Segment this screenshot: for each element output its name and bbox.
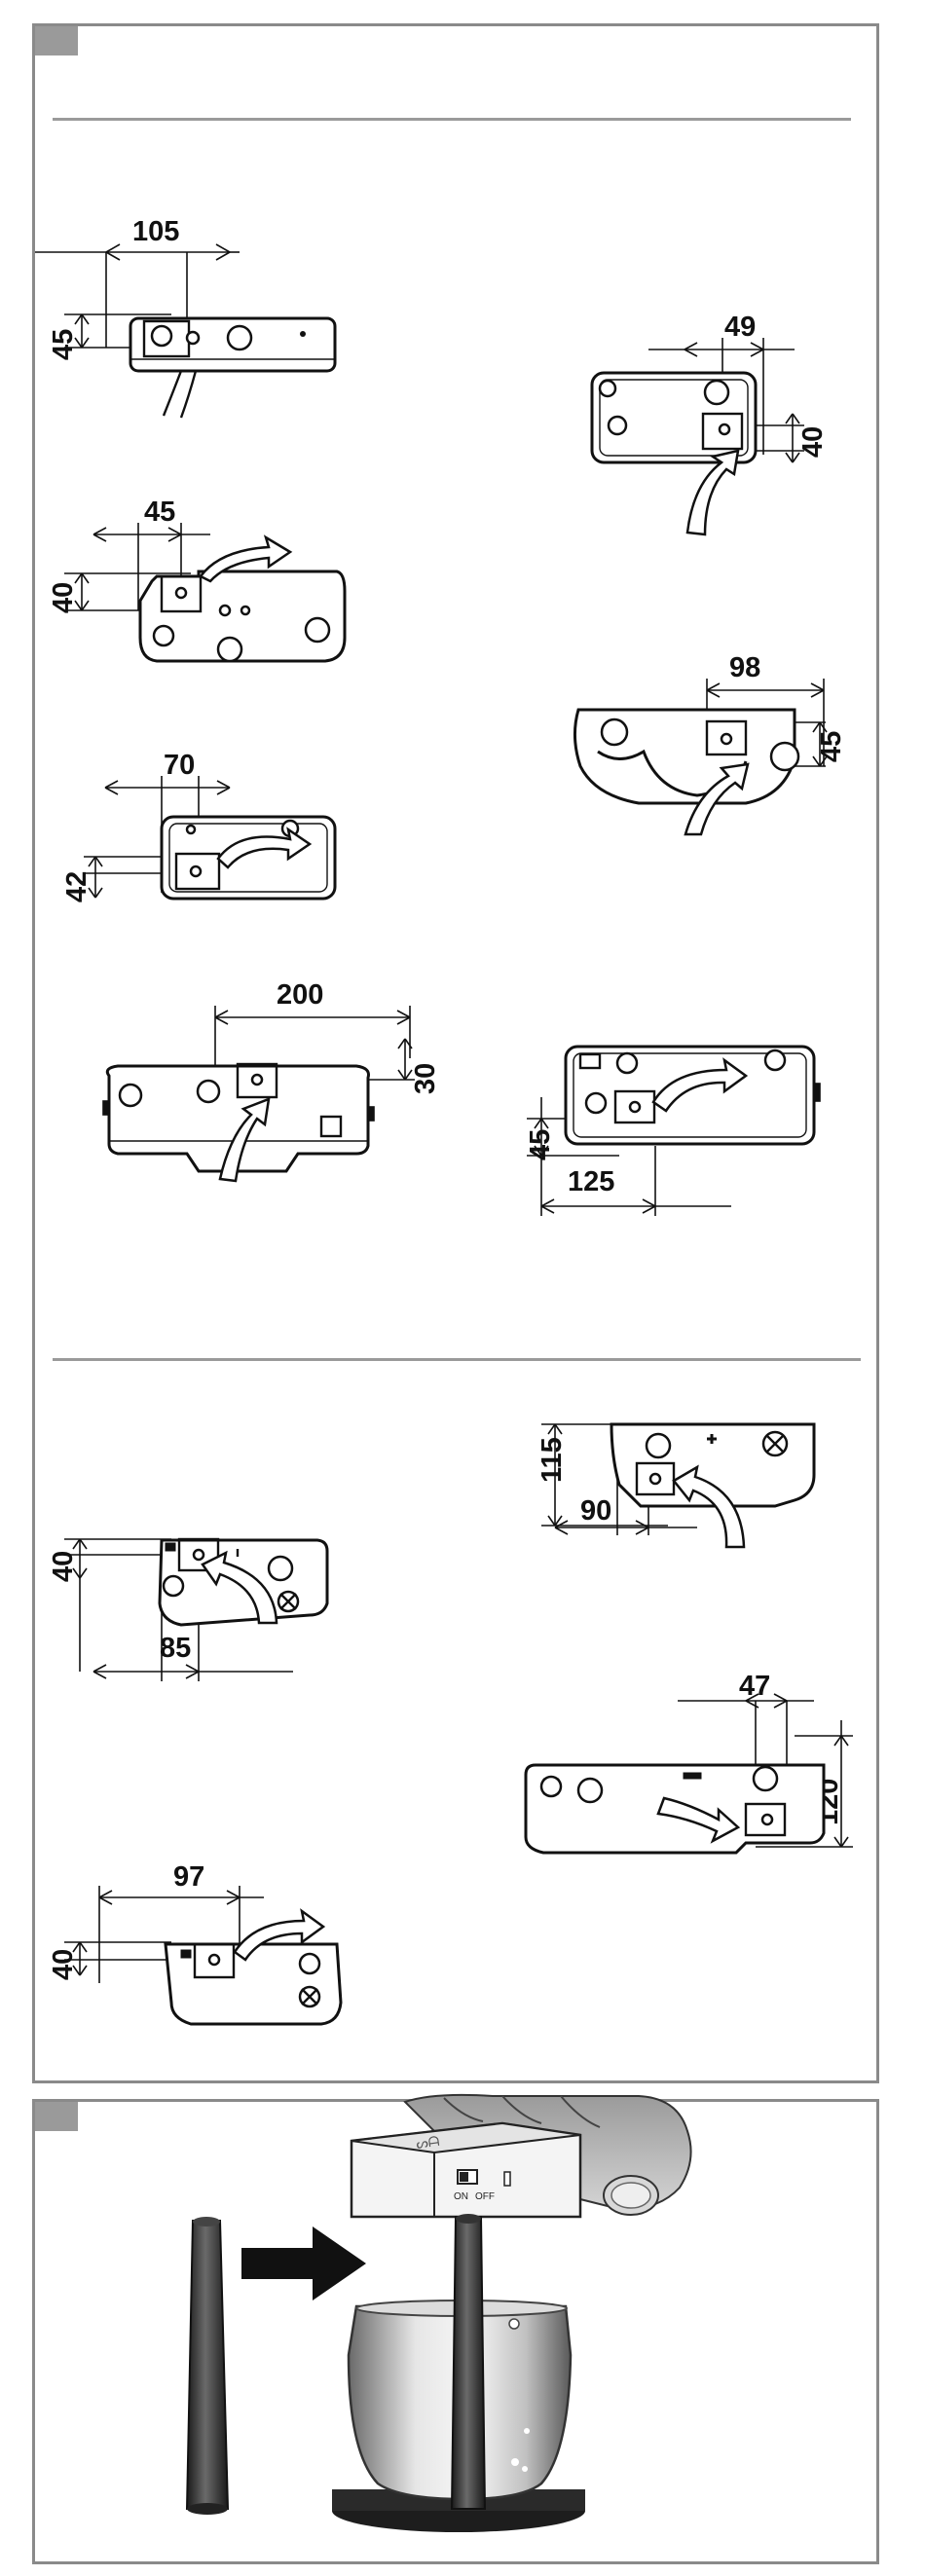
dim-6-height: 30 [410,1063,441,1094]
mount-diagram-5: 70 42 [61,750,335,902]
dim-3-height: 40 [48,582,79,613]
insert-direction-arrow [241,2226,366,2300]
dim-11-width: 97 [173,1861,204,1893]
switch-on-label: ON [454,2191,468,2202]
dim-5-height: 42 [61,871,92,902]
dim-5-width: 70 [164,750,195,781]
device-logo-text: ᔕᗩ [415,2133,440,2152]
mount-diagram-9: 40 85 [48,1539,327,1681]
antenna-installed [452,2214,485,2509]
mount-diagram-6: 200 30 [103,979,441,1181]
dim-9-height: 40 [48,1551,79,1582]
mount-diagram-7: 45 125 [525,1047,820,1216]
mounting-dimensions-panel: 105 45 49 40 [32,23,879,2083]
dim-4-height: 45 [816,731,847,762]
dim-11-height: 40 [48,1949,79,1980]
antenna-loose [187,2217,228,2515]
dim-7-height: 45 [525,1129,556,1160]
mounting-drawings: 105 45 49 40 [35,26,882,2086]
antenna-illustration: ᔕᗩ ON OFF [35,2102,882,2567]
dim-9-width: 85 [160,1633,191,1664]
transmitter-device: ᔕᗩ ON OFF [352,2123,580,2217]
dim-2-height: 40 [797,426,829,458]
dim-8-height: 115 [536,1437,568,1483]
antenna-installation-panel: ᔕᗩ ON OFF [32,2099,879,2564]
mount-diagram-2: 49 40 [592,312,829,534]
mount-diagram-8: 115 90 [536,1424,814,1547]
dim-2-width: 49 [724,312,756,343]
mount-diagram-1: 105 45 [35,216,335,418]
mount-diagram-11: 97 40 [48,1861,341,2024]
dim-4-width: 98 [729,652,760,683]
switch-off-label: OFF [475,2191,495,2202]
dim-1-width: 105 [132,216,179,247]
dim-7-width: 125 [568,1166,614,1197]
dim-8-width: 90 [580,1495,611,1527]
dim-6-width: 200 [277,979,323,1011]
dim-1-height: 45 [48,329,79,360]
dim-3-width: 45 [144,497,175,528]
mount-diagram-10: 47 120 [526,1671,853,1853]
mount-diagram-4: 98 45 [574,652,847,834]
mount-diagram-3: 45 40 [48,497,345,661]
dim-10-width: 47 [739,1671,770,1702]
